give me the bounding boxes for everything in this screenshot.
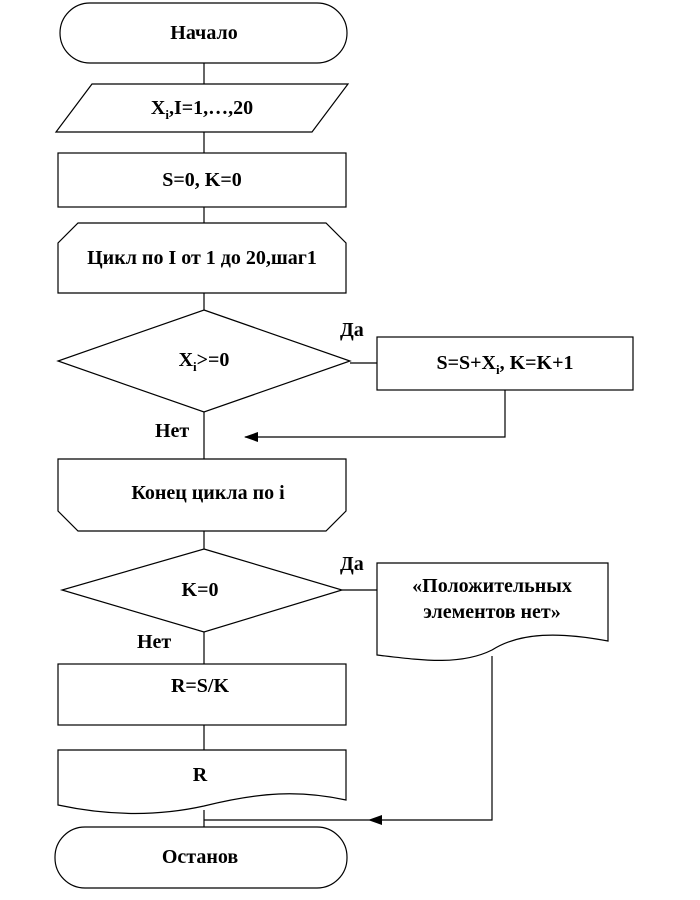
connector-message-return — [370, 656, 493, 821]
loop-start-block: Цикл по I от 1 до 20,шаг1 — [57, 222, 347, 294]
condition-xi-decision: Xi>=0 Да Нет — [56, 309, 364, 442]
input-label: Xi,I=1,…,20 — [151, 97, 253, 122]
message-line-1: «Положительных — [412, 575, 572, 597]
message-line-2: элементов нет» — [423, 601, 561, 623]
accumulate-process: S=S+Xi, K=K+1 — [376, 336, 634, 391]
message-document: «Положительных элементов нет» — [376, 562, 609, 661]
loop-end-block: Конец цикла по i — [57, 458, 347, 532]
init-label: S=0, K=0 — [162, 169, 241, 191]
condition-xi-label: Xi>=0 — [179, 349, 230, 374]
accumulate-label: S=S+Xi, K=K+1 — [436, 352, 573, 377]
condition-k-yes-label: Да — [340, 553, 364, 575]
arrow-head-loop-return — [244, 432, 258, 442]
loop-start-label: Цикл по I от 1 до 20,шаг1 — [87, 247, 317, 269]
start-terminator: Начало — [59, 2, 348, 64]
loop-end-label: Конец цикла по i — [131, 482, 285, 504]
condition-xi-yes-label: Да — [340, 319, 364, 341]
stop-terminator: Останов — [54, 826, 348, 889]
stop-label: Останов — [162, 846, 239, 868]
arrow-head-stop-return — [368, 815, 382, 825]
start-label: Начало — [170, 22, 237, 44]
compute-process: R=S/K — [57, 663, 347, 726]
output-label: R — [193, 764, 208, 786]
condition-k-decision: K=0 Да Нет — [59, 548, 364, 653]
input-block: Xi,I=1,…,20 — [54, 83, 350, 133]
init-process: S=0, K=0 — [57, 152, 347, 208]
compute-label: R=S/K — [171, 675, 230, 697]
condition-k-no-label: Нет — [137, 631, 171, 653]
output-document: R — [57, 749, 347, 815]
condition-xi-no-label: Нет — [155, 420, 189, 442]
connector-accumulate-return — [245, 390, 506, 438]
condition-k-label: K=0 — [182, 579, 219, 601]
connectors — [203, 63, 506, 827]
